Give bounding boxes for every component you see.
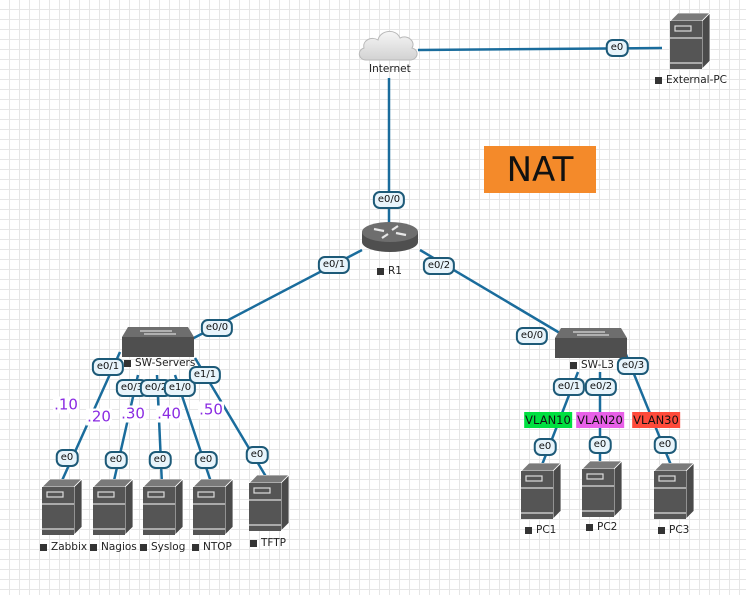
ip-label-nagios: .20 — [86, 407, 112, 426]
switch-icon — [122, 327, 194, 357]
pc3-label: PC3 — [658, 524, 689, 536]
pc1-node[interactable] — [520, 462, 563, 523]
status-square-icon — [192, 543, 199, 551]
server-icon — [581, 460, 623, 518]
internet-node[interactable] — [356, 24, 422, 64]
server-icon — [41, 478, 83, 536]
nagios-node[interactable] — [92, 478, 135, 539]
external-pc-label-text: External-PC — [666, 74, 728, 86]
cloud-icon — [358, 31, 418, 61]
pc2-label: PC2 — [586, 521, 617, 533]
port-sw-l3-e0-2[interactable]: e0/2 — [584, 378, 618, 396]
port-ntop-e0[interactable]: e0 — [194, 451, 218, 469]
status-square-icon — [40, 543, 47, 551]
port-sw-servers-e0-1[interactable]: e0/1 — [91, 358, 125, 376]
pc2-label-text: PC2 — [597, 521, 618, 533]
pc3-label-text: PC3 — [669, 524, 690, 536]
ntop-label: NTOP — [192, 541, 232, 553]
nagios-label: Nagios — [90, 541, 137, 553]
r1-node[interactable] — [362, 220, 418, 260]
status-square-icon — [124, 359, 131, 367]
tftp-node[interactable] — [248, 474, 291, 535]
pc1-label-text: PC1 — [536, 524, 557, 536]
port-nagios-e0[interactable]: e0 — [104, 451, 128, 469]
nat-label-box: NAT — [484, 146, 596, 193]
server-icon — [653, 462, 695, 520]
sw-servers-label-text: SW-Servers — [135, 357, 196, 369]
port-sw-servers-e1-1[interactable]: e1/1 — [188, 366, 222, 384]
status-square-icon — [90, 543, 97, 551]
pc2-node[interactable] — [581, 460, 624, 521]
external-pc-label: External-PC — [655, 74, 727, 86]
sw-servers-node[interactable] — [122, 327, 194, 361]
r1-label-text: R1 — [388, 265, 402, 277]
ip-label-syslog: .30 — [120, 404, 146, 423]
syslog-label-text: Syslog — [151, 541, 186, 553]
port-tftp-e0[interactable]: e0 — [245, 446, 269, 464]
port-syslog-e0[interactable]: e0 — [148, 451, 172, 469]
server-icon — [142, 478, 184, 536]
status-square-icon — [377, 267, 384, 275]
port-pc2-e0[interactable]: e0 — [588, 436, 612, 454]
server-icon — [248, 474, 290, 532]
sw-l3-label: SW-L3 — [570, 359, 614, 371]
server-icon — [669, 12, 711, 70]
sw-servers-label: SW-Servers — [124, 357, 195, 369]
server-icon — [92, 478, 134, 536]
port-r1-e0-2[interactable]: e0/2 — [422, 257, 456, 275]
status-square-icon — [525, 526, 532, 534]
port-r1-e0-1[interactable]: e0/1 — [317, 256, 351, 274]
ntop-label-text: NTOP — [203, 541, 232, 553]
status-square-icon — [250, 539, 257, 547]
tftp-label-text: TFTP — [261, 537, 287, 549]
vlan10-tag: VLAN10 — [524, 412, 572, 428]
ip-label-zabbix: .10 — [53, 395, 79, 414]
internet-label: Internet — [369, 63, 411, 75]
tftp-label: TFTP — [250, 537, 286, 549]
router-icon — [362, 222, 418, 252]
external-pc-node[interactable] — [669, 12, 712, 73]
port-pc1-e0[interactable]: e0 — [533, 438, 557, 456]
port-external-pc-e0[interactable]: e0 — [605, 39, 629, 57]
port-zabbix-e0[interactable]: e0 — [55, 449, 79, 467]
port-r1-e0-0[interactable]: e0/0 — [372, 191, 406, 209]
switch-icon — [555, 328, 627, 358]
syslog-label: Syslog — [140, 541, 185, 553]
port-sw-l3-e0-1[interactable]: e0/1 — [552, 378, 586, 396]
status-square-icon — [658, 526, 665, 534]
sw-l3-node[interactable] — [555, 328, 627, 362]
status-square-icon — [570, 361, 577, 369]
nagios-label-text: Nagios — [101, 541, 137, 553]
nat-label-text: NAT — [506, 149, 574, 190]
syslog-node[interactable] — [142, 478, 185, 539]
port-sw-l3-e0-3[interactable]: e0/3 — [616, 357, 650, 375]
port-pc3-e0[interactable]: e0 — [653, 436, 677, 454]
zabbix-label: Zabbix — [40, 541, 87, 553]
zabbix-label-text: Zabbix — [51, 541, 88, 553]
r1-label: R1 — [377, 265, 402, 277]
pc1-label: PC1 — [525, 524, 556, 536]
internet-label-text: Internet — [369, 63, 411, 75]
status-square-icon — [655, 76, 662, 84]
server-icon — [520, 462, 562, 520]
port-sw-servers-e1-0[interactable]: e1/0 — [163, 379, 197, 397]
port-sw-servers-e0-0[interactable]: e0/0 — [200, 319, 234, 337]
vlan30-tag: VLAN30 — [632, 412, 680, 428]
sw-l3-label-text: SW-L3 — [581, 359, 614, 371]
status-square-icon — [586, 523, 593, 531]
port-sw-l3-e0-0[interactable]: e0/0 — [515, 327, 549, 345]
ntop-node[interactable] — [192, 478, 235, 539]
pc3-node[interactable] — [653, 462, 696, 523]
ip-label-ntop: .40 — [156, 404, 182, 423]
zabbix-node[interactable] — [41, 478, 84, 539]
ip-label-tftp: .50 — [198, 400, 224, 419]
status-square-icon — [140, 543, 147, 551]
vlan20-tag: VLAN20 — [576, 412, 624, 428]
server-icon — [192, 478, 234, 536]
